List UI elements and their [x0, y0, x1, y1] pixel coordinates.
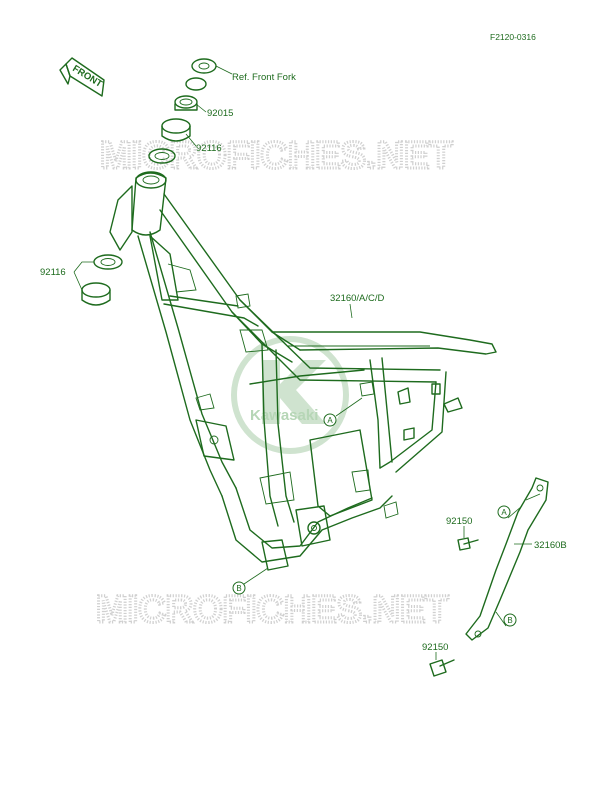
marker-b-bracket-text: B: [507, 616, 512, 625]
callout-32160-acd: 32160/A/C/D: [330, 293, 385, 319]
callout-92150-lower: 92150: [422, 642, 448, 660]
watermark-top: MICROFICHES.NET: [100, 135, 453, 177]
kawasaki-logo: Kawasaki: [231, 336, 349, 454]
marker-b-frame: B: [232, 567, 269, 595]
marker-a-bracket: A: [497, 505, 523, 519]
marker-b-bracket: B: [495, 611, 517, 627]
callout-92116-left: 92116: [40, 261, 94, 291]
callout-ref-front-fork-text: Ref. Front Fork: [232, 72, 296, 83]
callout-32160-acd-text: 32160/A/C/D: [330, 293, 385, 304]
callout-92015: 92015: [195, 103, 233, 119]
marker-a-frame: A: [323, 397, 363, 427]
watermark-bottom: MICROFICHES.NET: [96, 589, 449, 631]
callout-ref-front-fork: Ref. Front Fork: [215, 65, 296, 83]
bolt-92150-lower-icon: [429, 659, 455, 677]
figure-code: F2120-0316: [490, 32, 536, 42]
callout-92150-upper: 92150: [446, 516, 472, 538]
callout-92150-lower-text: 92150: [422, 642, 448, 653]
lower-bearing-parts: [81, 254, 123, 306]
front-arrow-icon: FRONT: [59, 57, 105, 97]
callout-92116-left-text: 92116: [40, 267, 66, 278]
marker-a-bracket-text: A: [501, 508, 507, 517]
callout-92015-text: 92015: [207, 108, 233, 119]
callout-32160b-text: 32160B: [534, 540, 567, 551]
callout-92116-top-text: 92116: [196, 143, 222, 154]
steering-head-parts: [148, 58, 217, 164]
callout-92116-top: 92116: [185, 133, 222, 154]
marker-a-frame-text: A: [327, 416, 333, 425]
front-arrow-label: FRONT: [70, 63, 104, 90]
callout-92150-upper-text: 92150: [446, 516, 472, 527]
frame-bracket-32160b: [465, 477, 549, 641]
kawasaki-logo-text: Kawasaki: [250, 407, 318, 424]
marker-b-frame-text: B: [236, 584, 241, 593]
bolt-92150-upper-icon: [457, 537, 479, 551]
main-frame: [109, 171, 497, 571]
callout-32160b: 32160B: [514, 540, 567, 551]
